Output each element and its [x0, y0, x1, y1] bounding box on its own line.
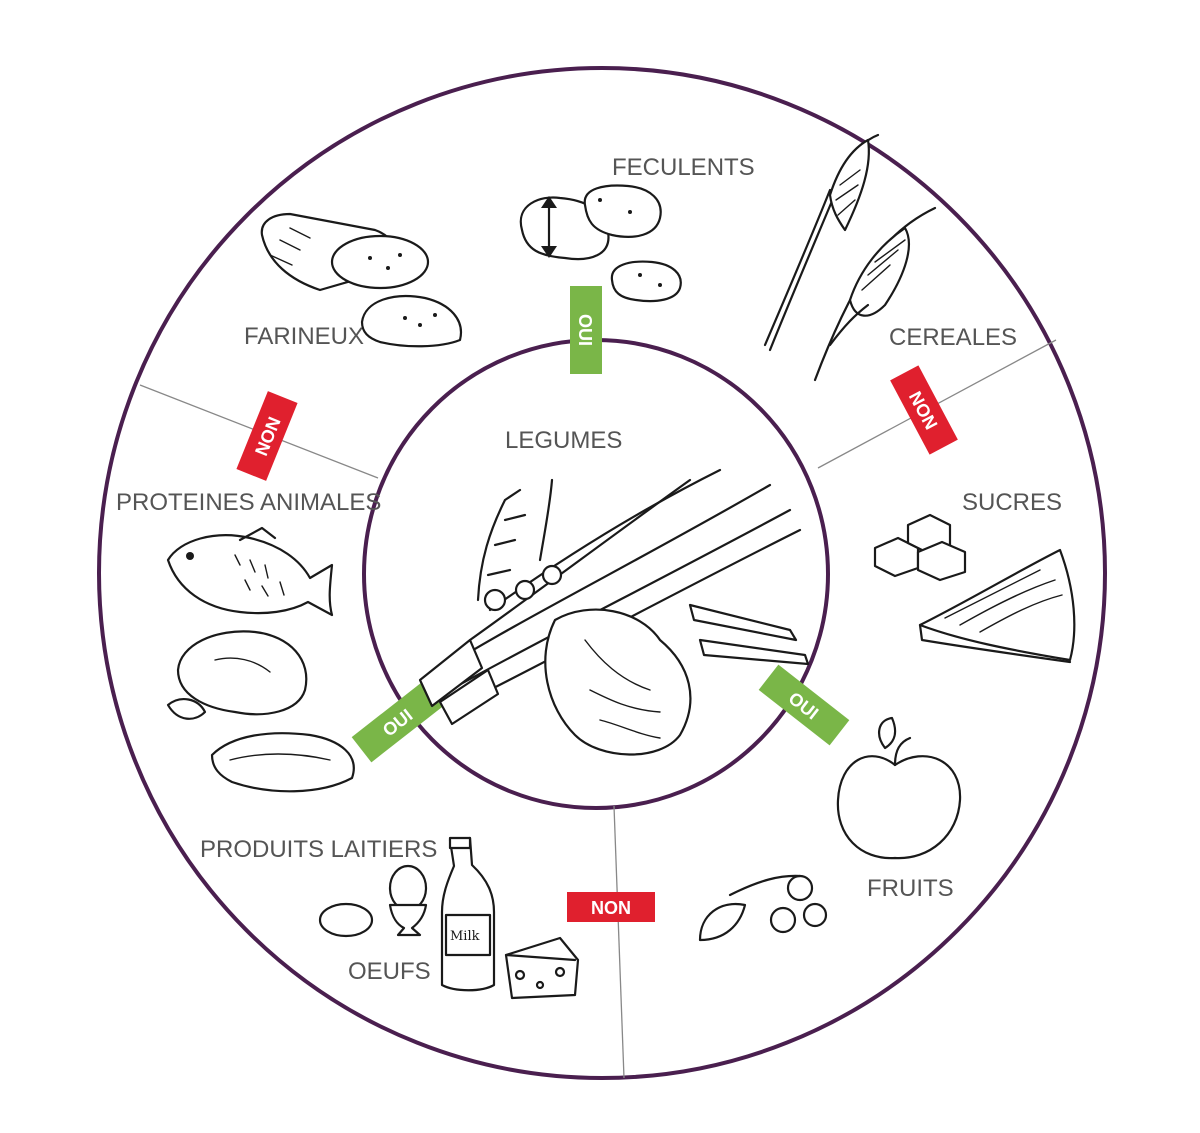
vegetables-icon	[418, 468, 810, 756]
label-sucres: SUCRES	[962, 489, 1062, 516]
divider-laitiers-fruits	[613, 805, 625, 1079]
label-proteines-animales: PROTEINES ANIMALES	[116, 489, 381, 516]
outer-ring	[97, 66, 1107, 1080]
cherries-icon	[698, 874, 828, 942]
badge-non-cereales: NON	[890, 365, 958, 455]
svg-text:OUI: OUI	[575, 314, 595, 346]
meat-icon	[210, 732, 355, 793]
fish-icon	[166, 526, 334, 617]
egg-cup-icon	[318, 864, 428, 938]
label-legumes: LEGUMES	[505, 427, 622, 454]
label-cereales: CEREALES	[889, 324, 1017, 351]
wheat-icon	[763, 133, 937, 382]
tart-icon	[918, 548, 1076, 664]
chicken-icon	[166, 630, 308, 720]
cheese-icon	[504, 936, 580, 1000]
badge-oui-feculents: OUI	[570, 286, 602, 374]
badge-non-laitiers: NON	[567, 892, 655, 922]
label-farineux: FARINEUX	[244, 323, 364, 350]
svg-text:NON: NON	[591, 898, 631, 918]
sugar-cubes-icon	[873, 513, 967, 582]
label-fruits: FRUITS	[867, 875, 954, 902]
badge-non-farineux: NON	[236, 391, 298, 481]
milk-bottle-label: Milk	[450, 929, 480, 944]
label-feculents: FECULENTS	[612, 154, 755, 181]
label-produits-laitiers: PRODUITS LAITIERS	[200, 836, 437, 863]
label-oeufs: OEUFS	[348, 958, 431, 985]
apple-icon	[836, 716, 962, 860]
potatoes-icon	[519, 184, 682, 303]
milk-bottle-icon: Milk	[440, 836, 496, 992]
bread-icon	[260, 212, 463, 348]
